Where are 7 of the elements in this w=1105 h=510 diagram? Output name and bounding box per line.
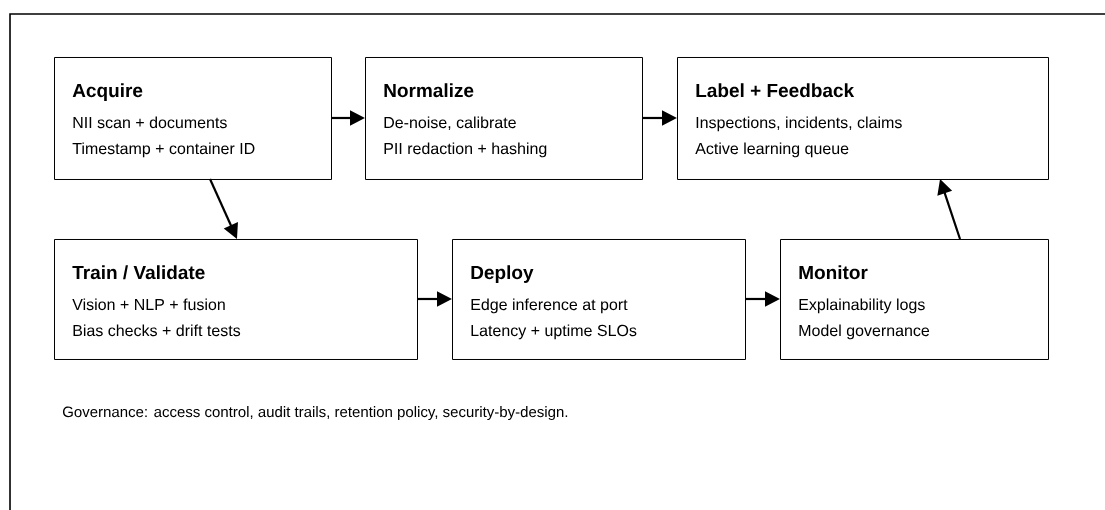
process-box: Normalize De-noise, calibrate PII redaction + hashing: [365, 57, 643, 180]
process-box: Train / Validate Vision + NLP + fusion Bias checks + drift tests: [54, 239, 418, 360]
note-text: Governance: access control, audit trails, retention policy, security-by-design.: [62, 406, 568, 421]
process-box: Deploy Edge inference at port Latency + uptime SLOs: [452, 239, 746, 360]
process-box: Acquire NII scan + documents Timestamp + container ID: [54, 57, 332, 180]
process-box: Label + Feedback Inspections, incidents, claims Active learning queue: [677, 57, 1049, 180]
process-box: Monitor Explainability logs Model governance: [780, 239, 1049, 360]
